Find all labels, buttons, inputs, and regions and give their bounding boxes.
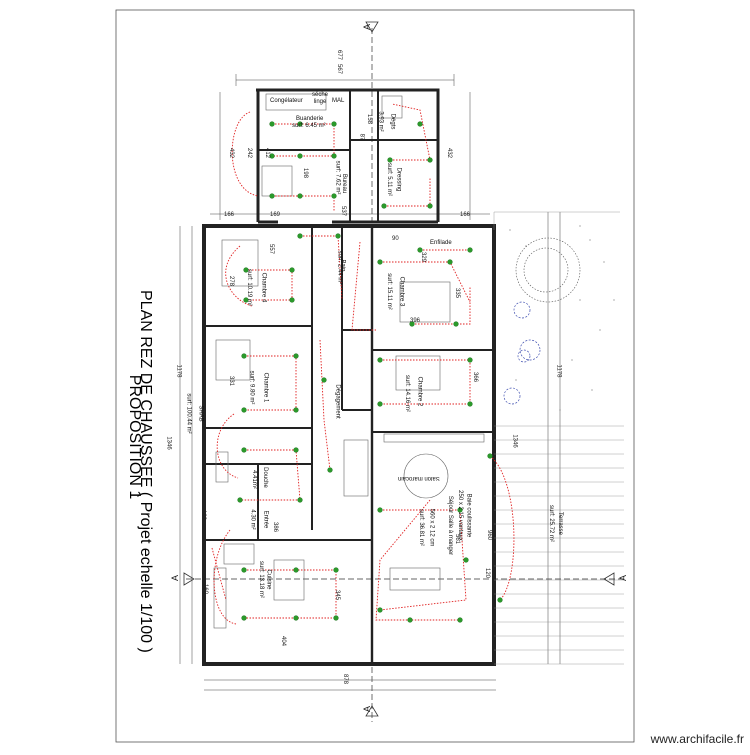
room-terrasse-surf: surf: 25.72 m²: [548, 504, 555, 543]
room-chambre1-surf: surf: 9.80 m²: [248, 370, 255, 405]
dim-166-a: 166: [224, 212, 235, 218]
room-chambre3: Chambre 3: [398, 276, 405, 307]
plan-subtitle: PROPOSITION 1: [126, 374, 143, 500]
house-walls: [202, 224, 496, 666]
room-buanderie-surf: surf: 6.45 m²: [292, 123, 326, 129]
sheet-border: [115, 9, 635, 743]
room-mal: MAL: [332, 98, 345, 104]
room-douche: Douche: [261, 467, 268, 488]
garden-shrubs: [503, 301, 541, 405]
dim-366: 366: [472, 371, 479, 383]
section-mark-left: A: [170, 574, 181, 582]
dim-120: 120: [484, 567, 491, 579]
dim-top-b: 567: [336, 63, 343, 75]
dim-960: 960: [486, 529, 493, 541]
room-douche-surf: 4.41m²: [250, 470, 257, 489]
garden-texture: [509, 225, 615, 411]
watermark: www.archifacile.fr: [650, 732, 744, 746]
room-bureau: Bureau: [341, 173, 348, 194]
room-chambre1: Chambre 1: [262, 372, 269, 403]
section-markers: [183, 21, 615, 717]
room-shab-surf: surf: 100.44 m²: [185, 393, 192, 434]
dim-878: 878: [342, 673, 349, 685]
electrical-points: [237, 121, 503, 623]
dim-198: 198: [302, 167, 309, 179]
room-bain-surf: surf: 2.44 m²: [336, 250, 343, 285]
dim-87: 87: [358, 133, 365, 141]
room-entree: Entrée: [262, 510, 269, 529]
dimension-lines: [179, 74, 561, 691]
room-chambre2: Chambre 2: [416, 376, 423, 407]
room-buanderie: Buanderie: [296, 116, 324, 122]
section-mark-bottom: A: [362, 705, 373, 713]
section-mark-right: A: [618, 574, 629, 582]
room-congelateur: Congélateur: [270, 98, 303, 104]
dim-top-a: 677: [336, 49, 343, 61]
annex-walls: [256, 88, 440, 224]
dim-158: 158: [366, 113, 373, 125]
dim-160: 160: [202, 583, 209, 595]
dim-345: 345: [334, 589, 341, 601]
dim-432-left: 432: [228, 147, 235, 159]
room-degts-surf: 3.93 m²: [377, 111, 384, 132]
room-dressing: Dressing: [395, 167, 402, 192]
room-cuisine-surf: surf: 13.18 m²: [258, 560, 265, 599]
room-sejour: Séjour Salle à manger: [447, 495, 454, 556]
dim-561: 561: [454, 533, 461, 545]
dim-432-right: 432: [446, 147, 453, 159]
room-cuisine: Cuisine: [265, 569, 272, 590]
dim-1346-right: 1346: [511, 434, 518, 448]
room-seche-linge: séche linge: [311, 92, 328, 105]
dim-278: 278: [228, 275, 235, 287]
dim-329: 329: [420, 251, 427, 263]
room-degts: Dégts: [389, 113, 396, 130]
furniture: [213, 93, 485, 629]
room-degagement: Dégagement: [334, 384, 341, 419]
dim-557: 557: [268, 243, 275, 255]
room-dressing-surf: surf: 5.11 m²: [386, 162, 393, 197]
dim-335: 335: [454, 287, 461, 299]
dim-1346-left: 1346: [165, 436, 172, 450]
dim-242: 242: [246, 147, 253, 159]
dim-404: 404: [280, 635, 287, 647]
terrace-hatch: [493, 211, 624, 665]
dim-166-b: 166: [460, 212, 471, 218]
section-mark-top: A: [362, 23, 373, 31]
room-bureau-surf: surf: 7.62 m²: [334, 160, 341, 195]
dim-331: 331: [228, 375, 235, 387]
room-chambre4: Chambre 4: [260, 272, 267, 303]
garden-trees: [515, 237, 581, 303]
room-terrasse: Terrasse: [557, 511, 564, 536]
dim-103: 103: [200, 509, 207, 521]
room-baie: Baie coulissante: [465, 493, 472, 538]
dim-537: 537: [340, 205, 347, 217]
room-chambre4-surf: surf: 10.19 m²: [246, 268, 253, 307]
room-chambre2-surf: surf: 14.16 m²: [404, 374, 411, 413]
dim-412: 412: [264, 147, 271, 159]
dim-1178-left: 1178: [175, 364, 182, 378]
room-enfilade: Enfilade: [430, 240, 452, 246]
room-salon-marocain: Salon marocain: [398, 475, 440, 481]
room-sejour-surf: surf: 36.81 m²: [418, 508, 425, 547]
dim-169: 169: [270, 212, 281, 218]
dim-396: 396: [410, 318, 421, 324]
dim-386: 386: [272, 521, 279, 533]
dim-1178-right: 1178: [555, 364, 562, 378]
dim-90: 90: [392, 236, 399, 242]
room-chambre3-surf: surf: 15.11 m²: [385, 273, 392, 310]
room-shab: SHAB: [197, 405, 204, 422]
electrical-wiring: [211, 103, 515, 625]
room-entree-surf: 4.30 m²: [249, 509, 256, 530]
room-sejour-dims: 560 x 2 12 cm: [428, 508, 435, 547]
